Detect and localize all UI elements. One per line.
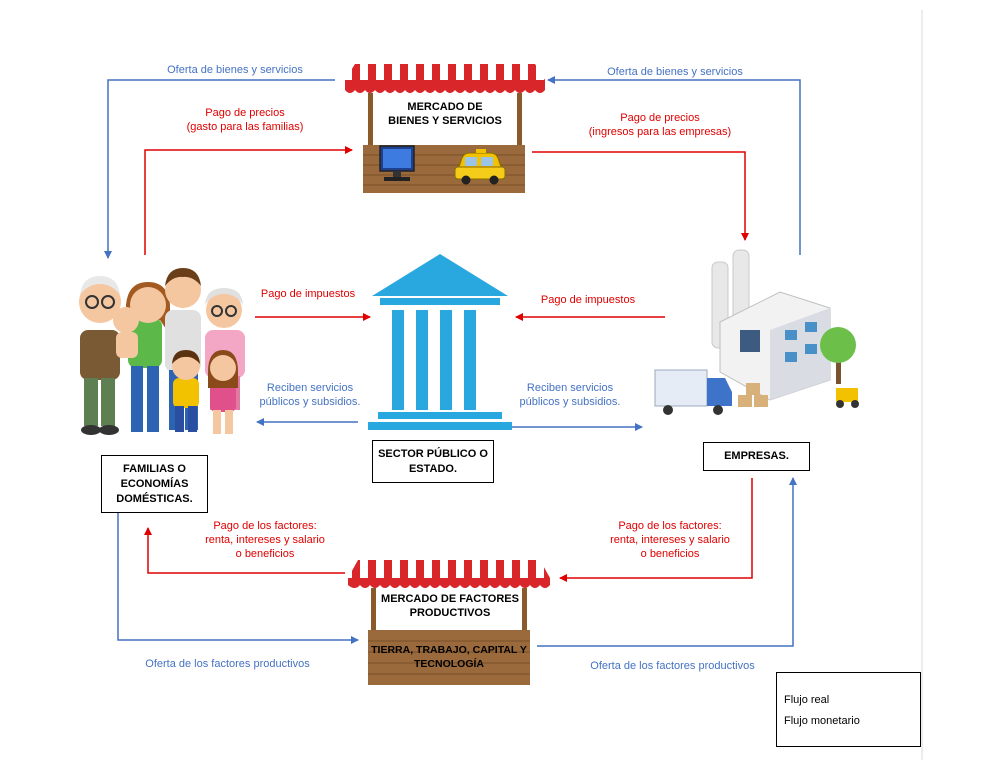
label-factor-offer-right: Oferta de los factores productivos	[590, 660, 755, 672]
label-services-left: Reciben servicios públicos y subsidios.	[255, 381, 365, 409]
arrow-factor-offer-left	[117, 512, 359, 644]
factor-market-counter: TIERRA, TRABAJO, CAPITAL Y TECNOLOGÍA	[368, 643, 530, 671]
label-services-left-line2: públicos y subsidios.	[259, 396, 361, 408]
label-factor-pay-left-line1: Pago de los factores:	[213, 520, 317, 532]
legend-real-label: Flujo real	[784, 694, 830, 706]
label-factor-pay-right-line2: renta, intereses y salario	[610, 534, 730, 546]
label-tax-left: Pago de impuestos	[260, 288, 356, 300]
state-line2: ESTADO.	[408, 462, 458, 475]
families-line3: DOMÉSTICAS.	[116, 492, 193, 505]
label-price-right-line2: (ingresos para las empresas)	[588, 126, 732, 138]
factor-market-stall	[348, 560, 550, 685]
label-price-right-line1: Pago de precios	[620, 112, 700, 124]
label-tax-right: Pago de impuestos	[540, 294, 636, 306]
arrow-price-left	[144, 146, 353, 255]
label-factor-pay-left: Pago de los factores: renta, intereses y…	[190, 519, 340, 561]
factor-market-counter-line1: TIERRA, TRABAJO, CAPITAL Y	[371, 644, 527, 656]
legend-monetary-label: Flujo monetario	[784, 715, 860, 727]
arrow-factor-offer-right	[537, 477, 797, 647]
taxi-icon	[454, 149, 506, 185]
arrow-factor-pay-right	[559, 478, 753, 582]
legend: Flujo real Flujo monetario	[776, 672, 921, 747]
label-factor-offer-left: Oferta de los factores productivos	[145, 658, 310, 670]
label-factor-pay-left-line2: renta, intereses y salario	[205, 534, 325, 546]
computer-icon	[379, 145, 415, 181]
factor-market-title-line2: PRODUCTIVOS	[409, 607, 491, 619]
label-factor-pay-left-line3: o beneficios	[235, 548, 295, 560]
state-line1: SECTOR PÚBLICO O	[378, 447, 488, 460]
factor-market-counter-line2: TECNOLOGÍA	[414, 658, 484, 670]
label-services-right-line2: públicos y subsidios.	[519, 396, 621, 408]
factor-market-title-line1: MERCADO DE FACTORES	[381, 593, 519, 605]
arrow-offer-goods-left	[104, 79, 335, 259]
government-building-icon	[368, 254, 512, 430]
label-price-left: Pago de precios (gasto para las familias…	[170, 106, 320, 134]
arrow-price-right	[532, 151, 749, 241]
arrow-offer-goods-right	[547, 76, 801, 255]
companies-box: EMPRESAS.	[703, 442, 810, 471]
label-price-left-line2: (gasto para las familias)	[186, 121, 304, 133]
goods-market-title-line2: BIENES Y SERVICIOS	[388, 115, 502, 127]
companies-line1: EMPRESAS.	[724, 450, 789, 462]
label-factor-pay-right-line1: Pago de los factores:	[618, 520, 722, 532]
state-box: SECTOR PÚBLICO O ESTADO.	[372, 440, 494, 483]
label-services-left-line1: Reciben servicios	[266, 382, 354, 394]
goods-market-title: MERCADO DE BIENES Y SERVICIOS	[370, 100, 520, 128]
goods-market-title-line1: MERCADO DE	[407, 101, 483, 113]
families-box: FAMILIAS O ECONOMÍAS DOMÉSTICAS.	[101, 455, 208, 513]
factor-market-title: MERCADO DE FACTORES PRODUCTIVOS	[372, 592, 528, 620]
families-line1: FAMILIAS O	[123, 462, 186, 475]
label-services-right: Reciben servicios públicos y subsidios.	[510, 381, 630, 409]
label-price-right: Pago de precios (ingresos para las empre…	[575, 111, 745, 139]
goods-market-stall	[345, 64, 545, 193]
family-illustration	[79, 268, 245, 435]
factory-illustration	[654, 249, 859, 415]
label-services-right-line1: Reciben servicios	[526, 382, 614, 394]
label-price-left-line1: Pago de precios	[205, 107, 285, 119]
arrow-factor-pay-left	[144, 527, 345, 574]
label-factor-pay-right-line3: o beneficios	[640, 548, 700, 560]
label-offer-goods-left: Oferta de bienes y servicios	[167, 64, 303, 76]
families-line2: ECONOMÍAS	[120, 477, 189, 490]
label-offer-goods-right: Oferta de bienes y servicios	[607, 66, 743, 78]
label-factor-pay-right: Pago de los factores: renta, intereses y…	[595, 519, 745, 561]
